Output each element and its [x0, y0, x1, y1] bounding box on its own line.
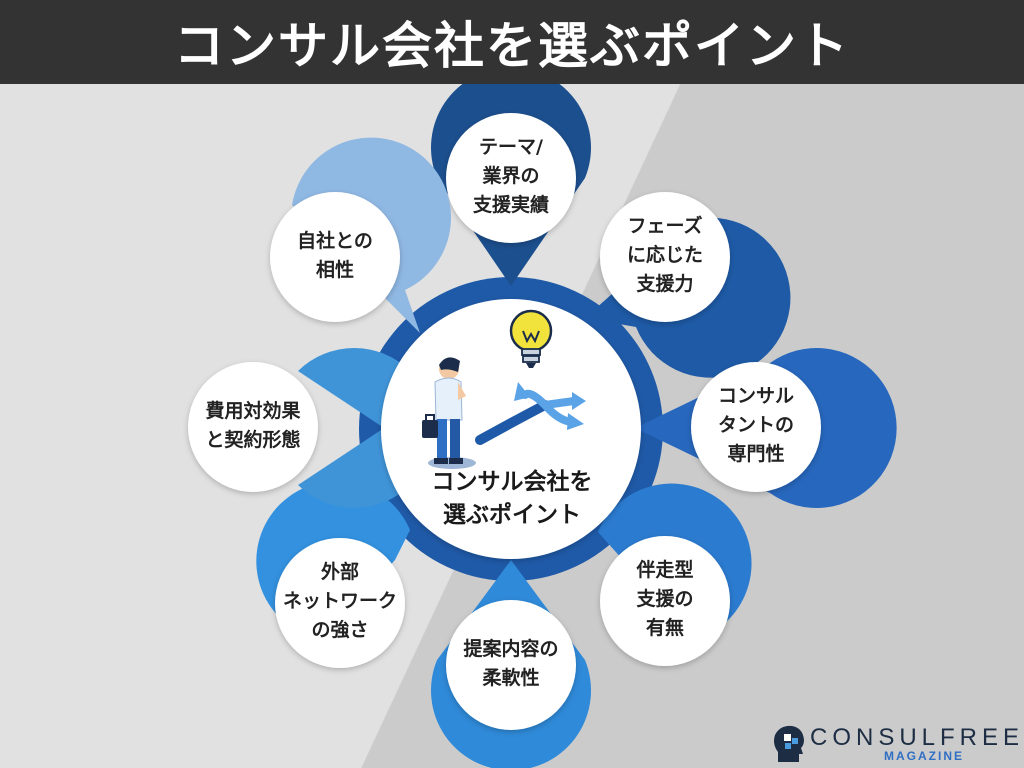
label-line: タントの	[717, 414, 794, 436]
label-line: 外部	[320, 561, 359, 583]
label-line: テーマ/	[479, 136, 543, 158]
pin-accompany	[598, 483, 752, 666]
logo-subtitle: MAGAZINE	[884, 749, 964, 763]
lightbulb-icon	[509, 309, 553, 368]
label-line: 自社との	[297, 230, 373, 252]
label-line: 提案内容の	[463, 638, 559, 660]
pin-fit	[270, 137, 452, 333]
branching-arrows-icon	[475, 382, 586, 445]
label-line: 有無	[645, 617, 684, 639]
businessperson-icon	[422, 357, 476, 469]
label-accompany: 伴走型 支援の 有無	[595, 556, 735, 643]
label-cost: 費用対効果 と契約形態	[183, 397, 323, 455]
label-line: に応じた	[626, 244, 703, 266]
label-line: ネットワーク	[282, 590, 397, 612]
label-expert: コンサル タントの 専門性	[686, 382, 826, 469]
logo: CONSULFREE MAGAZINE	[770, 722, 1020, 766]
label-line: 柔軟性	[482, 667, 540, 689]
label-line: と契約形態	[205, 429, 301, 451]
logo-wordmark: CONSULFREE	[810, 724, 1024, 751]
label-flex: 提案内容の 柔軟性	[441, 635, 581, 693]
label-line: フェーズ	[627, 215, 703, 237]
center-label-line: コンサル会社を	[431, 469, 593, 495]
label-line: 費用対効果	[205, 400, 301, 422]
label-line: 相性	[315, 259, 354, 281]
label-line: コンサル	[717, 385, 794, 407]
label-line: の強さ	[311, 619, 369, 641]
label-line: 支援実績	[472, 194, 549, 216]
pin-theme	[431, 84, 591, 286]
pin-flex	[431, 560, 591, 768]
pin-expert	[635, 348, 897, 509]
center-label-line: 選ぶポイント	[443, 502, 581, 528]
pin-phase	[585, 192, 791, 378]
label-network: 外部 ネットワーク の強さ	[270, 558, 410, 645]
label-line: 専門性	[727, 443, 785, 465]
label-phase: フェーズ に応じた 支援力	[595, 212, 735, 299]
label-line: 支援力	[636, 273, 694, 295]
center-label: コンサル会社を 選ぶポイント	[402, 466, 622, 532]
label-line: 伴走型	[636, 559, 694, 581]
label-line: 支援の	[636, 588, 694, 610]
pin-network	[256, 481, 410, 668]
label-fit: 自社との 相性	[265, 227, 405, 285]
label-line: 業界の	[482, 165, 540, 187]
head-icon	[774, 725, 804, 762]
page-title: コンサル会社を選ぶポイント	[0, 0, 1024, 84]
label-theme: テーマ/ 業界の 支援実績	[441, 133, 581, 220]
diagram-canvas	[188, 84, 897, 768]
